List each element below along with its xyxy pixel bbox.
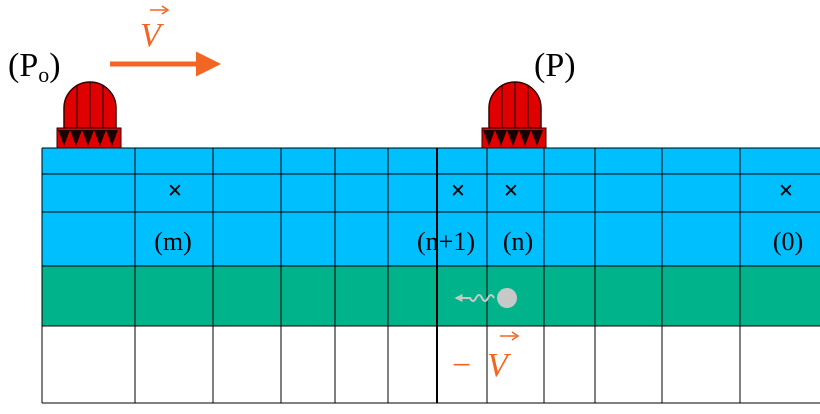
marker-n-plus-1: × — [451, 176, 466, 205]
marker-n: × — [504, 176, 519, 205]
marker-m: × — [168, 176, 183, 205]
lower-band — [42, 266, 820, 326]
label-p0: (Po) — [8, 47, 61, 87]
neg-velocity-sign: − — [452, 347, 471, 384]
label-n: (n) — [503, 227, 533, 256]
label-0: (0) — [773, 227, 803, 256]
bottom-band — [42, 326, 820, 403]
pulse-right-icon — [482, 82, 546, 148]
velocity-vector-icon — [150, 6, 168, 14]
marker-0: × — [779, 176, 794, 205]
velocity-label: V — [140, 17, 165, 54]
label-p: (P) — [534, 47, 576, 84]
label-n-plus-1: (n+1) — [417, 227, 475, 256]
pulse-left-icon — [57, 82, 121, 148]
label-m: (m) — [154, 227, 192, 256]
